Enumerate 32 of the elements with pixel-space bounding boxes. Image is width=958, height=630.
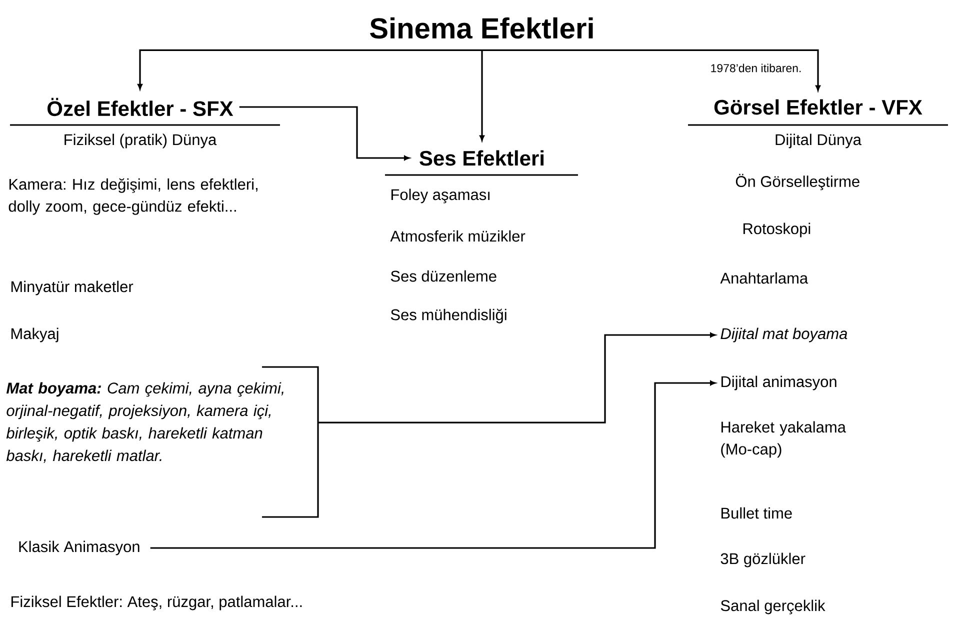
edge-label: 1978’den itibaren.	[709, 62, 803, 74]
list-item: 3B gözlükler	[720, 552, 806, 568]
list-item: Dijital animasyon	[721, 376, 836, 390]
list-item: Bullet time	[721, 507, 792, 519]
arrow	[138, 49, 482, 90]
list-item: Foley aşaması	[391, 188, 490, 204]
title: Sinema Efektleri	[370, 17, 593, 39]
arrow	[482, 49, 820, 91]
section-heading: Ses Efektleri	[420, 150, 544, 166]
list-item: Anahtarlama	[720, 272, 808, 284]
list-item: Hareket yakalama (Mo-cap)	[721, 421, 846, 458]
subtitle: Dijital Dünya	[776, 134, 862, 148]
list-item: Klasik Animasyon	[19, 540, 140, 556]
section-heading: Özel Efektler - SFX	[48, 98, 234, 116]
list-item: Ön Görselleştirme	[736, 174, 860, 190]
arrow	[150, 380, 716, 549]
list-item: Ses düzenleme	[390, 270, 496, 282]
arrow	[480, 50, 484, 141]
list-item: Sanal gerçeklik	[720, 600, 826, 614]
arrow	[318, 332, 716, 424]
list-item: Fiziksel Efektler: Ateş, rüzgar, patlamalar...	[11, 596, 302, 610]
list-item: Kamera: Hız değişimi, lens efektleri, dolly zoom, gece-gündüz efekti...	[8, 178, 258, 215]
arrow	[239, 106, 410, 160]
list-item: Minyatür maketler	[11, 280, 134, 296]
list-item: Makyaj	[11, 328, 58, 342]
list-item: Atmosferik müzikler	[390, 230, 526, 242]
list-item: Dijital mat boyama	[720, 328, 848, 342]
section-heading: Görsel Efektler - VFX	[714, 99, 922, 115]
list-item: Mat boyama: Cam çekimi, ayna çekimi, orjinal-negatif, projeksiyon, kamera içi, birleşik, optik baskı, hareketli katman baskı, hareketli matlar.	[6, 382, 284, 463]
subtitle: Fiziksel (pratik) Dünya	[64, 134, 217, 148]
list-item: Rotoskopi	[743, 222, 810, 238]
list-item: Ses mühendisliği	[390, 308, 506, 324]
